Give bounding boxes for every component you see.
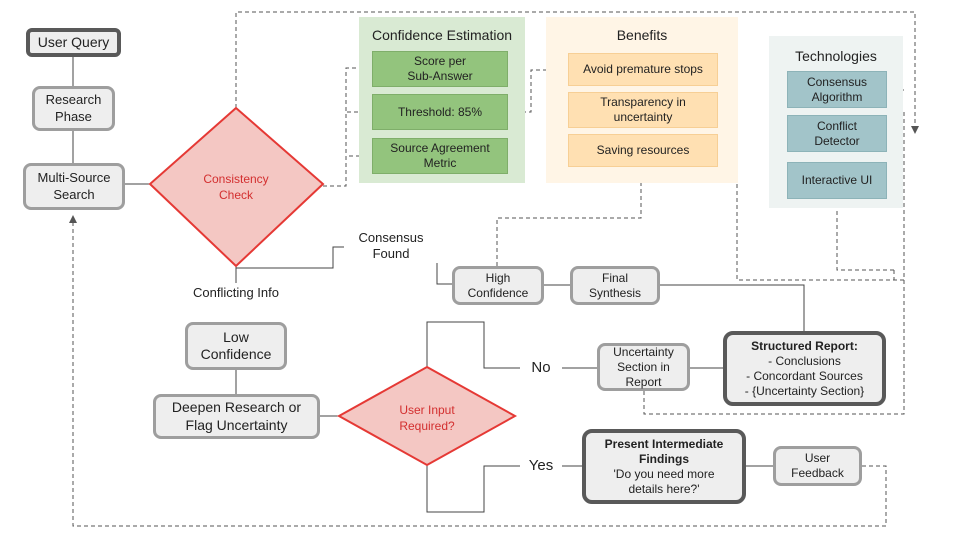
- edge-highconf-saving: [496, 169, 645, 266]
- edge-consistency-threshold: [323, 108, 373, 187]
- present-findings-body: 'Do you need more details here?': [613, 466, 715, 496]
- confidence-panel-title: Confidence Estimation: [371, 27, 513, 43]
- edge-final-report: [660, 284, 805, 331]
- conflict-detector-box: Conflict Detector: [787, 115, 887, 152]
- low-confidence-box: Low Confidence: [185, 322, 287, 370]
- consistency-check-label: Consistency Check: [203, 172, 269, 202]
- edge-threshold-avoid: [508, 66, 569, 113]
- present-findings-box: Present Intermediate Findings 'Do you ne…: [582, 429, 746, 504]
- interactive-ui-box: Interactive UI: [787, 162, 887, 199]
- yes-label: Yes: [520, 457, 562, 476]
- saving-resources-box: Saving resources: [568, 134, 718, 167]
- edge-consensus-highconf: [436, 250, 452, 285]
- consensus-algorithm-box: Consensus Algorithm: [787, 71, 887, 108]
- uncertainty-section-box: Uncertainty Section in Report: [597, 343, 690, 391]
- edge-consistency-top-loop: [235, 11, 919, 134]
- score-per-subanswer-box: Score per Sub-Answer: [372, 51, 508, 87]
- high-confidence-box: High Confidence: [452, 266, 544, 305]
- structured-report-body: - Conclusions - Concordant Sources - {Un…: [744, 353, 865, 398]
- conflicting-info-label: Conflicting Info: [176, 285, 296, 302]
- source-agreement-box: Source Agreement Metric: [372, 138, 508, 174]
- user-input-diamond: [336, 365, 518, 467]
- consistency-check-diamond: [148, 106, 325, 268]
- edge-feedback-loop: [69, 215, 887, 527]
- avoid-premature-stops-box: Avoid premature stops: [568, 53, 718, 86]
- technologies-panel-title: Technologies: [795, 48, 877, 64]
- transparency-box: Transparency in uncertainty: [568, 92, 718, 128]
- multi-source-search-box: Multi-Source Search: [23, 163, 125, 210]
- edge-userinput-no: [426, 321, 520, 369]
- final-synthesis-box: Final Synthesis: [570, 266, 660, 305]
- structured-report-title: Structured Report:: [751, 338, 858, 353]
- edge-feedback-interactive: [833, 199, 894, 271]
- threshold-box: Threshold: 85%: [372, 94, 508, 130]
- structured-report-box: Structured Report: - Conclusions - Conco…: [723, 331, 886, 406]
- user-input-label: User Input Required?: [399, 403, 455, 433]
- research-phase-box: Research Phase: [32, 86, 115, 131]
- present-findings-title: Present Intermediate Findings: [604, 436, 724, 466]
- consensus-found-label: Consensus Found: [344, 230, 438, 263]
- user-feedback-box: User Feedback: [773, 446, 862, 486]
- user-query-box: User Query: [26, 28, 121, 57]
- deepen-research-box: Deepen Research or Flag Uncertainty: [153, 394, 320, 439]
- no-label: No: [520, 359, 562, 378]
- edge-userinput-yes: [426, 465, 520, 513]
- benefits-panel-title: Benefits: [616, 27, 668, 43]
